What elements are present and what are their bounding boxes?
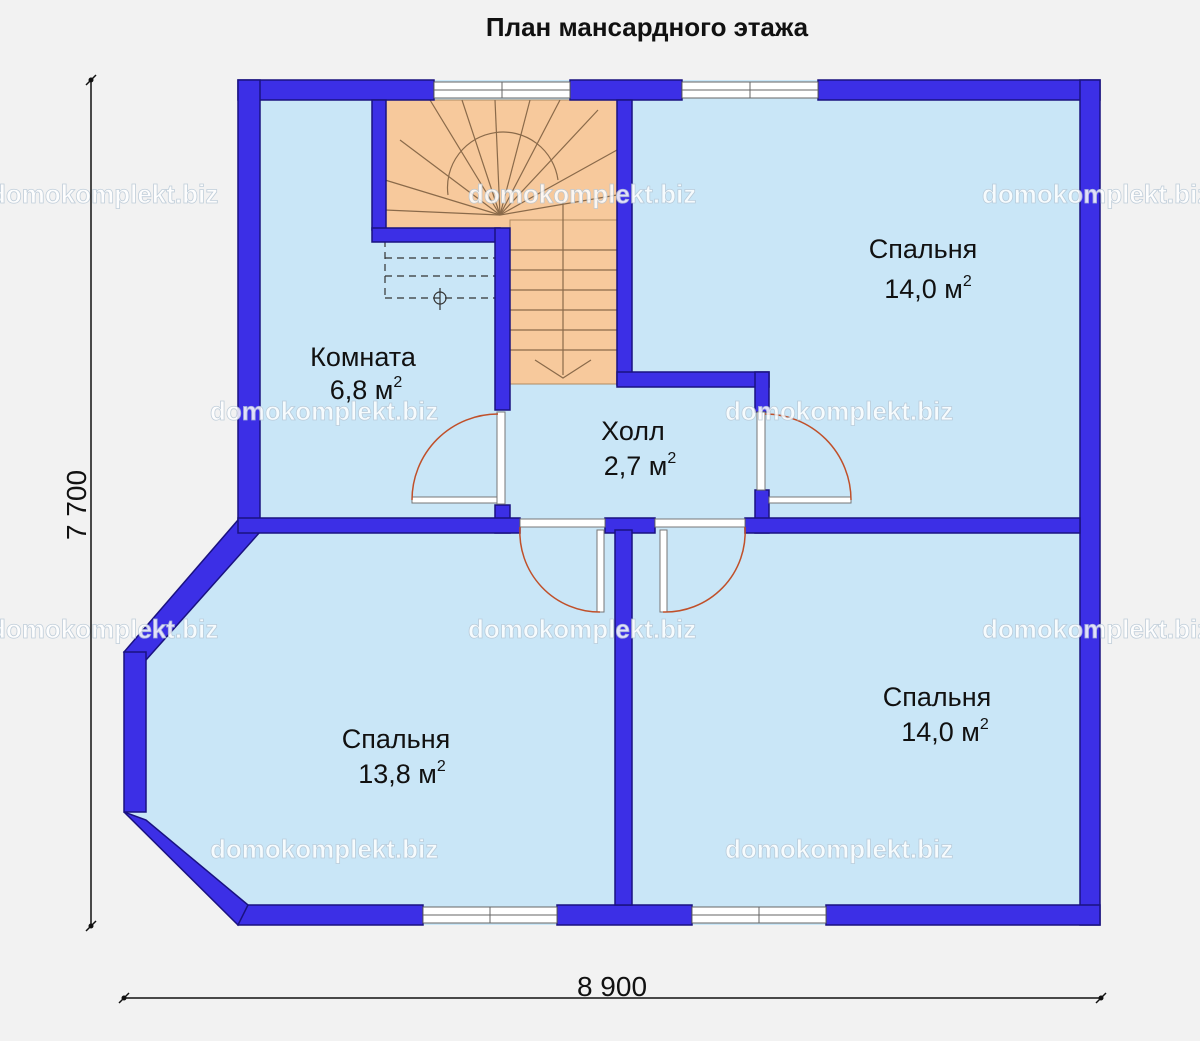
room-area: 14,0 м2 <box>884 273 972 304</box>
watermark: domokomplekt.biz <box>210 396 438 426</box>
walls <box>122 79 1101 927</box>
dimension-width: 8 900 <box>118 971 1107 1004</box>
watermark: domokomplekt.biz <box>982 614 1200 644</box>
room-name: Спальня <box>342 724 451 754</box>
floor-area <box>124 80 1100 925</box>
room-name: Холл <box>601 416 665 446</box>
dimension-height-label: 7 700 <box>61 470 92 540</box>
watermark: domokomplekt.biz <box>468 614 696 644</box>
room-spalnya-bottom-left: Спальня 13,8 м2 <box>342 724 451 789</box>
room-spalnya-bottom-right: Спальня 14,0 м2 <box>883 682 992 747</box>
room-komnata: Комната 6,8 м2 <box>310 342 417 405</box>
watermark: domokomplekt.biz <box>0 179 218 209</box>
plan-title: План мансардного этажа <box>486 12 809 42</box>
room-holl: Холл 2,7 м2 <box>601 416 676 481</box>
watermark: domokomplekt.biz <box>982 179 1200 209</box>
room-name: Комната <box>310 342 417 372</box>
watermark: domokomplekt.biz <box>0 614 218 644</box>
dimension-height: 7 700 <box>61 74 97 932</box>
room-spalnya-top: Спальня 14,0 м2 <box>869 234 978 304</box>
watermark: domokomplekt.biz <box>468 179 696 209</box>
room-area: 13,8 м2 <box>358 758 446 789</box>
watermark: domokomplekt.biz <box>725 834 953 864</box>
watermarks: domokomplekt.biz domokomplekt.biz domoko… <box>0 179 1200 865</box>
room-area: 2,7 м2 <box>604 450 677 481</box>
watermark: domokomplekt.biz <box>210 834 438 864</box>
windows <box>422 81 827 924</box>
watermark: domokomplekt.biz <box>725 396 953 426</box>
staircase <box>384 99 618 385</box>
room-area: 14,0 м2 <box>901 716 989 747</box>
doors <box>411 411 852 613</box>
room-name: Спальня <box>883 682 992 712</box>
room-area: 6,8 м2 <box>330 374 403 405</box>
dimension-width-label: 8 900 <box>577 971 647 1002</box>
room-name: Спальня <box>869 234 978 264</box>
